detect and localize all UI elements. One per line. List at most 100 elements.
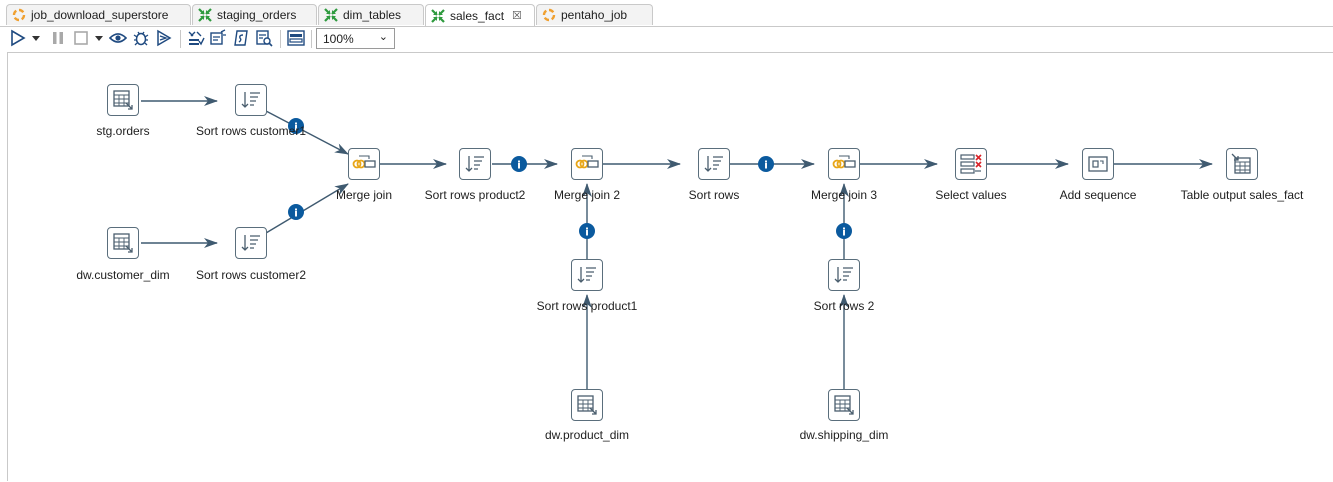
step-sort-rows-2[interactable] — [828, 259, 860, 291]
step-label: Sort rows product2 — [424, 188, 526, 202]
info-icon: i — [288, 118, 304, 134]
svg-text:i: i — [842, 226, 846, 239]
step-select-values[interactable] — [955, 148, 987, 180]
step-label: Table output sales_fact — [1180, 188, 1304, 202]
sort-rows-icon — [241, 92, 260, 108]
table-output-icon — [1231, 153, 1251, 174]
merge-join-icon — [832, 155, 856, 169]
tab-label: dim_tables — [343, 8, 402, 22]
chevron-down-icon: ⌄ — [378, 31, 388, 43]
tab-dim-tables[interactable]: dim_tables — [318, 4, 424, 25]
info-icon: i — [836, 223, 852, 239]
hop[interactable] — [265, 110, 349, 155]
step-merge-join[interactable] — [348, 148, 380, 180]
tab-label: staging_orders — [217, 8, 297, 22]
select-values-icon — [960, 154, 982, 174]
merge-join-icon — [575, 155, 599, 169]
show-results-icon[interactable] — [287, 29, 305, 47]
preview-icon[interactable] — [109, 29, 127, 47]
explore-db-icon[interactable] — [255, 29, 273, 47]
merge-join-icon — [352, 155, 376, 169]
step-sort-rows-customer2[interactable] — [235, 227, 267, 259]
step-merge-join-3[interactable] — [828, 148, 860, 180]
impact-icon[interactable] — [209, 29, 227, 47]
hops-layer: i i i i i i — [141, 96, 1213, 389]
step-label: Merge join 2 — [553, 188, 621, 202]
sort-rows-icon — [465, 156, 484, 172]
step-label: Sort rows 2 — [813, 299, 875, 313]
sort-rows-icon — [241, 235, 260, 251]
pause-icon[interactable] — [49, 29, 67, 47]
table-input-icon — [834, 395, 854, 415]
step-label: Sort rows customer2 — [195, 268, 307, 282]
step-merge-join-2[interactable] — [571, 148, 603, 180]
svg-text:i: i — [517, 159, 521, 172]
sort-rows-icon — [577, 267, 596, 283]
tab-label: sales_fact — [450, 8, 505, 23]
svg-text:i: i — [585, 226, 589, 239]
verify-icon[interactable] — [187, 29, 205, 47]
debug-icon[interactable] — [132, 29, 150, 47]
step-product-dim[interactable] — [571, 389, 603, 421]
zoom-value: 100% — [323, 32, 354, 46]
step-sort-rows-product2[interactable] — [459, 148, 491, 180]
tab-bar: job_download_superstore staging_orders d… — [0, 0, 1333, 27]
stop-icon[interactable] — [72, 29, 90, 47]
svg-text:i: i — [294, 207, 298, 220]
toolbar-separator — [280, 30, 281, 48]
run-icon[interactable] — [9, 29, 27, 47]
svg-text:i: i — [764, 159, 768, 172]
run-dropdown-icon[interactable] — [31, 29, 41, 47]
step-sort-rows[interactable] — [698, 148, 730, 180]
tab-sales-fact[interactable]: sales_fact ☒ — [425, 4, 535, 26]
replay-icon[interactable] — [155, 29, 173, 47]
toolbar — [0, 27, 1333, 51]
transformation-icon — [431, 8, 445, 23]
step-label: Sort rows customer1 — [195, 124, 307, 138]
step-stg-orders[interactable] — [107, 84, 139, 116]
job-icon — [12, 8, 26, 22]
step-label: Add sequence — [1059, 188, 1137, 202]
step-sort-rows-customer1[interactable] — [235, 84, 267, 116]
step-table-output-sales-fact[interactable] — [1226, 148, 1258, 180]
step-shipping-dim[interactable] — [828, 389, 860, 421]
sql-icon[interactable] — [232, 29, 250, 47]
stop-dropdown-icon[interactable] — [94, 29, 104, 47]
close-tab-icon[interactable]: ☒ — [512, 10, 522, 22]
step-sort-rows-product1[interactable] — [571, 259, 603, 291]
info-icon: i — [758, 156, 774, 172]
table-input-icon — [577, 395, 597, 415]
step-label: Merge join — [335, 188, 393, 202]
info-icon: i — [511, 156, 527, 172]
hop-info-badges: i i i i i i — [288, 118, 852, 239]
add-sequence-icon — [1088, 156, 1108, 172]
step-label: Sort rows product1 — [536, 299, 638, 313]
table-input-icon — [113, 233, 133, 253]
transformation-icon — [324, 8, 338, 22]
tab-label: pentaho_job — [561, 8, 628, 22]
step-customer-dim[interactable] — [107, 227, 139, 259]
step-label: dw.customer_dim — [76, 268, 170, 282]
step-label: stg.orders — [96, 124, 150, 138]
hop[interactable] — [265, 183, 349, 234]
sort-rows-icon — [704, 156, 723, 172]
step-label: dw.product_dim — [544, 428, 630, 442]
step-label: Sort rows — [688, 188, 740, 202]
tab-label: job_download_superstore — [31, 8, 169, 22]
step-label: Merge join 3 — [810, 188, 878, 202]
table-input-icon — [113, 90, 133, 110]
info-icon: i — [288, 204, 304, 220]
step-add-sequence[interactable] — [1082, 148, 1114, 180]
zoom-select[interactable]: 100% ⌄ — [316, 28, 395, 49]
info-icon: i — [579, 223, 595, 239]
svg-text:i: i — [294, 121, 298, 134]
transformation-icon — [198, 8, 212, 22]
tab-staging-orders[interactable]: staging_orders — [192, 4, 317, 25]
tab-job-download-superstore[interactable]: job_download_superstore — [6, 4, 191, 25]
job-icon — [542, 8, 556, 22]
step-label: Select values — [935, 188, 1007, 202]
step-label: dw.shipping_dim — [799, 428, 889, 442]
sort-rows-icon — [834, 267, 853, 283]
transformation-canvas[interactable]: i i i i i i stg.orders Sort rows custome… — [7, 52, 1333, 481]
tab-pentaho-job[interactable]: pentaho_job — [536, 4, 653, 25]
